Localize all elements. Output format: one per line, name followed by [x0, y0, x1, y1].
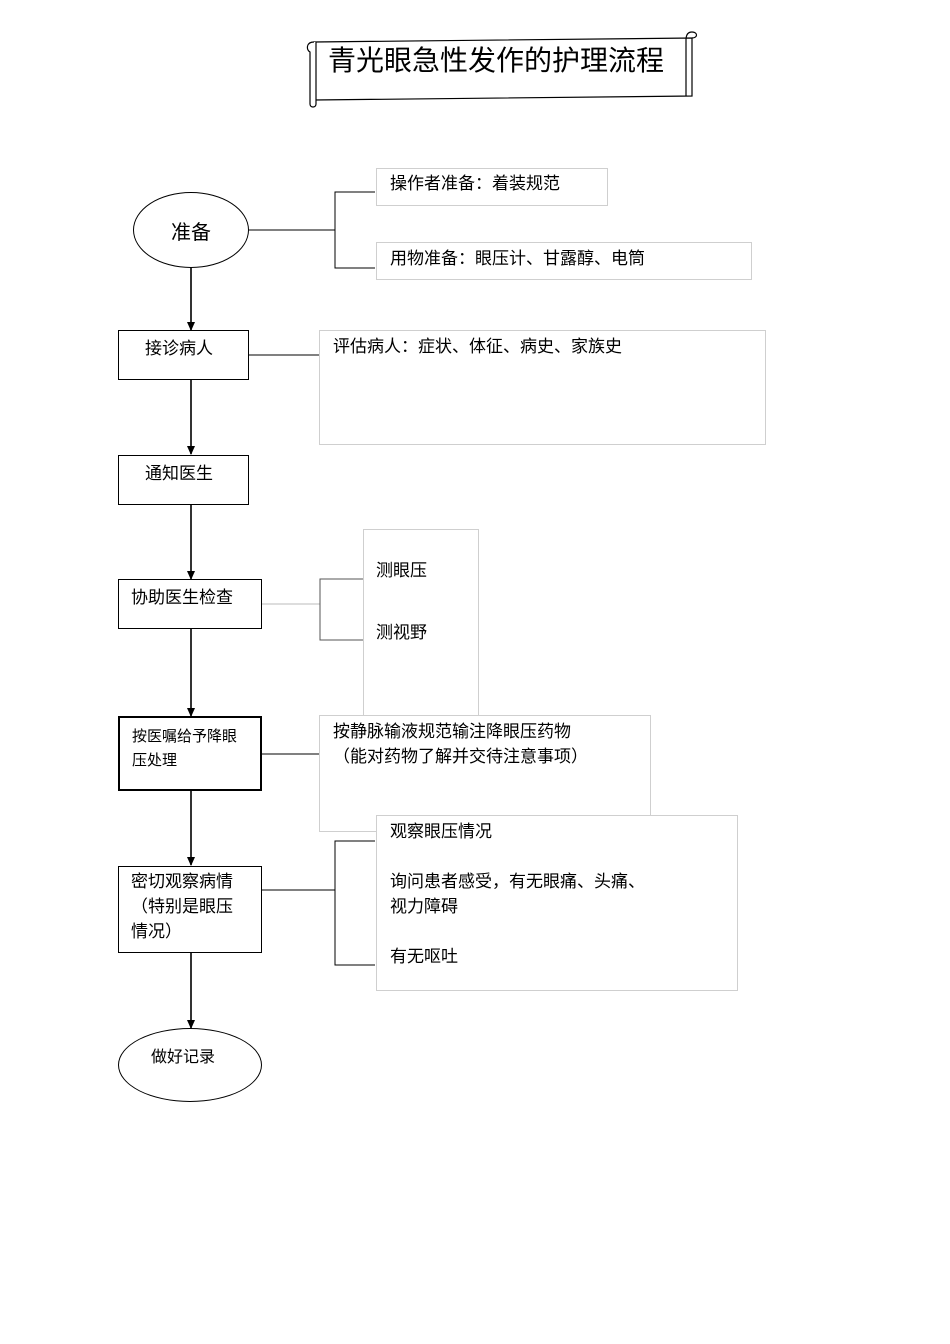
step-assist-exam: 协助医生检查	[118, 579, 262, 629]
note-observe-iop: 观察眼压情况	[390, 822, 492, 842]
title-banner	[306, 31, 698, 108]
step-prepare-label: 准备	[171, 219, 211, 244]
step-notify-label: 通知医生	[145, 464, 213, 484]
step-observe-condition: 密切观察病情（特别是眼压情况）	[118, 866, 262, 953]
note-box-observations	[376, 815, 738, 991]
note-ask-line1: 询问患者感受，有无眼痛、头痛、	[390, 872, 645, 892]
note-vomit: 有无呕吐	[390, 947, 458, 967]
step-observe-label: 密切观察病情（特别是眼压情况）	[131, 872, 233, 942]
note-ask-line2: 视力障碍	[390, 897, 458, 917]
page-title: 青光眼急性发作的护理流程	[328, 44, 665, 77]
note-box-iv	[319, 715, 651, 832]
note-measure-field: 测视野	[376, 623, 427, 643]
note-box-exams	[363, 529, 479, 719]
step-lower-iop: 按医嘱给予降眼压处理	[118, 716, 262, 791]
note-measure-iop: 测眼压	[376, 561, 427, 581]
step-assist-label: 协助医生检查	[131, 588, 233, 608]
note-iv-line1: 按静脉输液规范输注降眼压药物	[333, 722, 571, 742]
step-receive-label: 接诊病人	[145, 339, 213, 359]
step-record: 做好记录	[118, 1028, 262, 1102]
note-box-assess	[319, 330, 766, 445]
step-record-label: 做好记录	[151, 1047, 216, 1066]
note-supplies-prep: 用物准备：眼压计、甘露醇、电筒	[390, 249, 645, 269]
note-operator-prep: 操作者准备：着装规范	[390, 174, 560, 194]
note-box-supplies	[376, 242, 752, 280]
note-box-operator	[376, 168, 608, 206]
step-notify-doctor: 通知医生	[118, 455, 249, 505]
step-receive-patient: 接诊病人	[118, 330, 249, 380]
step-lower-iop-label: 按医嘱给予降眼压处理	[132, 727, 238, 769]
note-assess: 评估病人：症状、体征、病史、家族史	[333, 337, 622, 357]
step-prepare: 准备	[133, 192, 249, 268]
note-iv-line2: （能对药物了解并交待注意事项）	[333, 747, 588, 767]
